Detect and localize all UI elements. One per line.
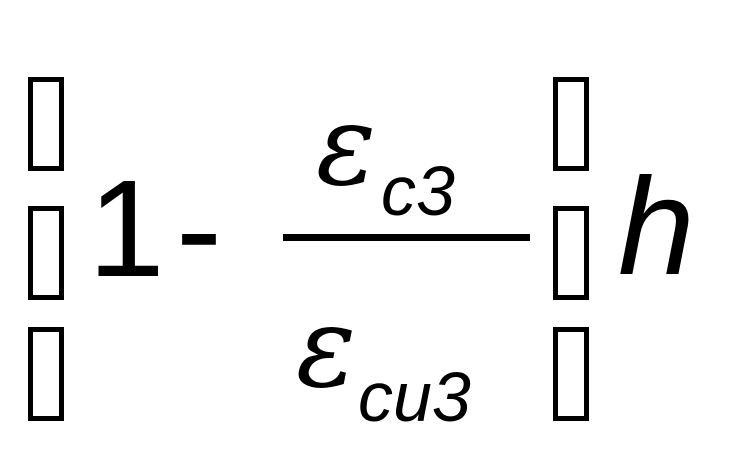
right-bracket-top-glyph xyxy=(553,77,589,171)
left-bracket-bottom-glyph xyxy=(28,327,64,421)
left-bracket-middle-glyph xyxy=(28,206,64,300)
denominator-epsilon: ε xyxy=(296,283,357,413)
denominator-subscript: cu3 xyxy=(358,358,471,436)
equation-one: 1 xyxy=(88,152,165,306)
right-bracket-middle-glyph xyxy=(553,206,589,300)
equation-minus: - xyxy=(176,152,222,306)
equation-variable-h: h xyxy=(618,150,695,304)
numerator-subscript: c3 xyxy=(381,152,455,230)
fraction-bar xyxy=(283,234,530,241)
left-bracket-top-glyph xyxy=(28,77,64,171)
numerator-epsilon: ε xyxy=(316,81,377,211)
right-bracket-bottom-glyph xyxy=(553,327,589,421)
